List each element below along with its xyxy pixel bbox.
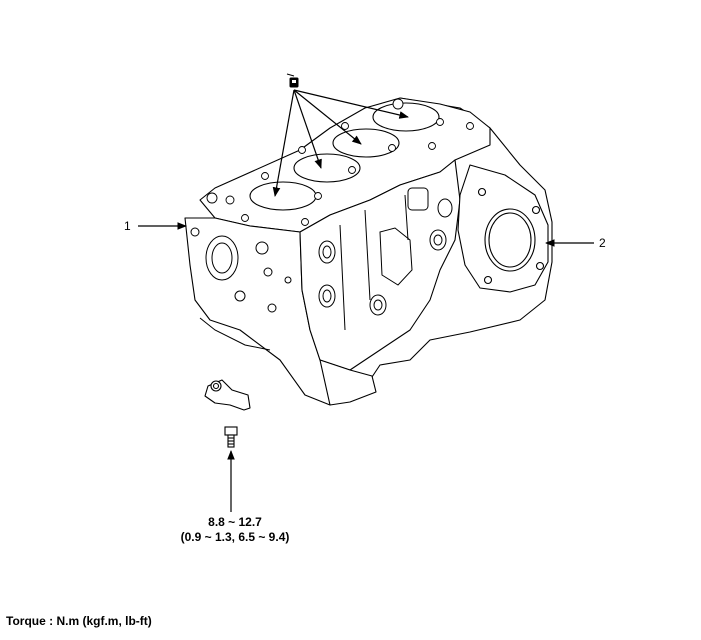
bolt: [224, 426, 238, 448]
oil-can-icon: [286, 73, 299, 88]
cylinder-bore-3: [332, 128, 400, 158]
torque-spec: 8.8 ~ 12.7 (0.9 ~ 1.3, 6.5 ~ 9.4): [150, 515, 320, 545]
callout-2-label: 2: [599, 236, 606, 250]
torque-units-note: Torque : N.m (kgf.m, lb-ft): [6, 614, 152, 628]
torque-nm: 8.8 ~ 12.7: [208, 515, 262, 529]
leader-lines-top: [272, 89, 409, 197]
deck-details: [206, 98, 474, 226]
torque-imperial: (0.9 ~ 1.3, 6.5 ~ 9.4): [180, 530, 290, 544]
rear-opening: [477, 187, 545, 285]
side-bosses: [318, 187, 453, 331]
callout-1-label: 1: [124, 219, 131, 233]
cylinder-bore-2: [293, 153, 361, 183]
oil-jet-bracket: [204, 379, 251, 411]
front-face-details: [190, 227, 292, 351]
cylinder-bore-1: [249, 181, 317, 211]
